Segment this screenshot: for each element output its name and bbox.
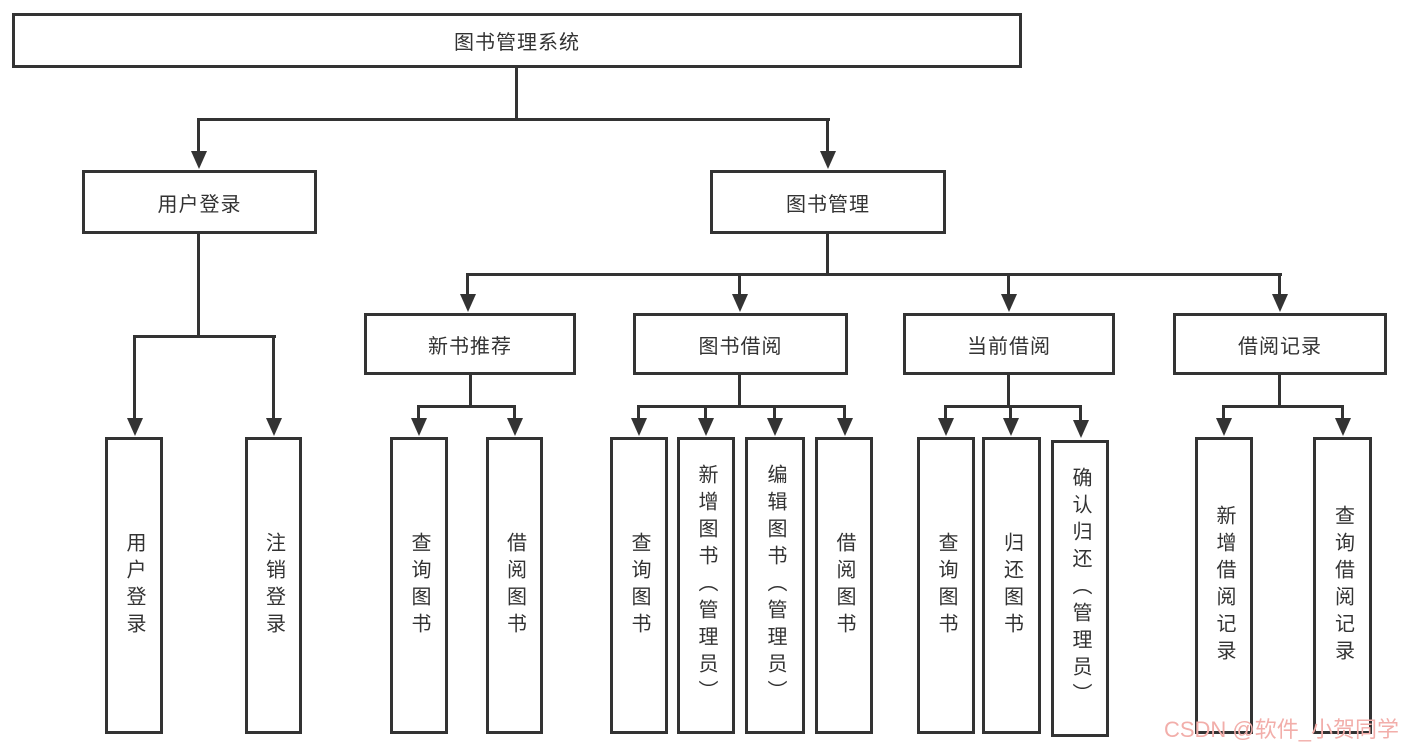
node-label: 编辑图书（管理员）	[764, 464, 786, 707]
node-label: 新增借阅记录	[1213, 504, 1235, 667]
arrow-head-icon	[507, 418, 523, 436]
node-root: 图书管理系统	[12, 13, 1022, 68]
connector-line	[272, 335, 275, 421]
arrow-head-icon	[938, 418, 954, 436]
leaf-borrow-borrow: 借阅图书	[815, 437, 873, 734]
connector-line	[1007, 273, 1010, 297]
node-label: 用户登录	[123, 531, 145, 640]
leaf-user-login: 用户登录	[105, 437, 163, 734]
connector-line	[738, 273, 741, 297]
arrow-head-icon	[266, 418, 282, 436]
connector-line	[466, 273, 469, 297]
leaf-borrow-edit-admin: 编辑图书（管理员）	[745, 437, 805, 734]
connector-line	[1009, 405, 1012, 421]
connector-line	[133, 335, 136, 421]
connector-line	[738, 373, 741, 407]
connector-line	[637, 405, 640, 421]
node-borrow-records: 借阅记录	[1173, 313, 1387, 375]
connector-line	[1278, 273, 1281, 297]
connector-line	[513, 405, 516, 421]
connector-line	[1222, 405, 1225, 421]
node-user-login: 用户登录	[82, 170, 317, 234]
node-label: 注销登录	[262, 531, 285, 640]
leaf-borrow-query: 查询图书	[610, 437, 668, 734]
node-label: 查询图书	[628, 531, 650, 640]
arrow-head-icon	[411, 418, 427, 436]
node-label: 新增图书（管理员）	[695, 464, 717, 707]
arrow-head-icon	[127, 418, 143, 436]
connector-line	[773, 405, 776, 421]
connector-line	[515, 66, 518, 118]
node-book-borrow: 图书借阅	[633, 313, 848, 375]
node-label: 借阅图书	[503, 531, 526, 640]
leaf-current-return: 归还图书	[982, 437, 1041, 734]
node-label: 查询借阅记录	[1331, 504, 1354, 667]
leaf-newbook-query: 查询图书	[390, 437, 448, 734]
connector-line	[1079, 405, 1082, 421]
node-book-management: 图书管理	[710, 170, 946, 234]
arrow-head-icon	[631, 418, 647, 436]
connector-line	[826, 232, 829, 273]
arrow-head-icon	[732, 294, 748, 312]
connector-line	[944, 405, 1082, 408]
node-label: 图书管理	[786, 193, 870, 216]
connector-line	[1341, 405, 1344, 421]
connector-line	[469, 373, 472, 407]
connector-line	[133, 335, 276, 338]
leaf-borrow-add-admin: 新增图书（管理员）	[677, 437, 735, 734]
arrow-head-icon	[837, 418, 853, 436]
connector-line	[197, 234, 200, 335]
node-label: 当前借阅	[967, 335, 1051, 358]
connector-line	[417, 405, 420, 421]
connector-line	[466, 273, 1282, 276]
connector-line	[637, 405, 846, 408]
connector-line	[197, 118, 200, 156]
arrow-head-icon	[191, 151, 207, 169]
arrow-head-icon	[1272, 294, 1288, 312]
node-label: 新书推荐	[428, 335, 512, 358]
arrow-head-icon	[698, 418, 714, 436]
node-label: 查询图书	[935, 531, 957, 640]
connector-line	[1007, 373, 1010, 407]
node-current-borrow: 当前借阅	[903, 313, 1115, 375]
connector-line	[1278, 373, 1281, 407]
node-label: 图书借阅	[698, 335, 783, 358]
connector-line	[826, 118, 829, 156]
node-label: 确认归还（管理员）	[1069, 467, 1091, 710]
arrow-head-icon	[1216, 418, 1232, 436]
node-label: 图书管理系统	[454, 32, 580, 54]
csdn-watermark: CSDN @软件_小贺同学	[1163, 717, 1399, 742]
connector-line	[197, 118, 830, 121]
arrow-head-icon	[1003, 418, 1019, 436]
connector-line	[843, 405, 846, 421]
leaf-current-query: 查询图书	[917, 437, 975, 734]
arrow-head-icon	[767, 418, 783, 436]
leaf-current-confirm-admin: 确认归还（管理员）	[1051, 440, 1109, 737]
leaf-records-query: 查询借阅记录	[1313, 437, 1372, 734]
arrow-head-icon	[820, 151, 836, 169]
node-label: 归还图书	[1000, 531, 1023, 640]
leaf-newbook-borrow: 借阅图书	[486, 437, 543, 734]
node-label: 查询图书	[408, 531, 430, 640]
leaf-logout: 注销登录	[245, 437, 302, 734]
connector-line	[944, 405, 947, 421]
connector-line	[704, 405, 707, 421]
node-new-book-recommend: 新书推荐	[364, 313, 576, 375]
arrow-head-icon	[1335, 418, 1351, 436]
node-label: 用户登录	[157, 193, 242, 216]
arrow-head-icon	[460, 294, 476, 312]
connector-line	[1222, 405, 1344, 408]
arrow-head-icon	[1073, 420, 1089, 438]
node-label: 借阅记录	[1238, 335, 1322, 358]
node-label: 借阅图书	[833, 531, 855, 640]
connector-line	[417, 405, 516, 408]
leaf-records-add: 新增借阅记录	[1195, 437, 1253, 734]
arrow-head-icon	[1001, 294, 1017, 312]
